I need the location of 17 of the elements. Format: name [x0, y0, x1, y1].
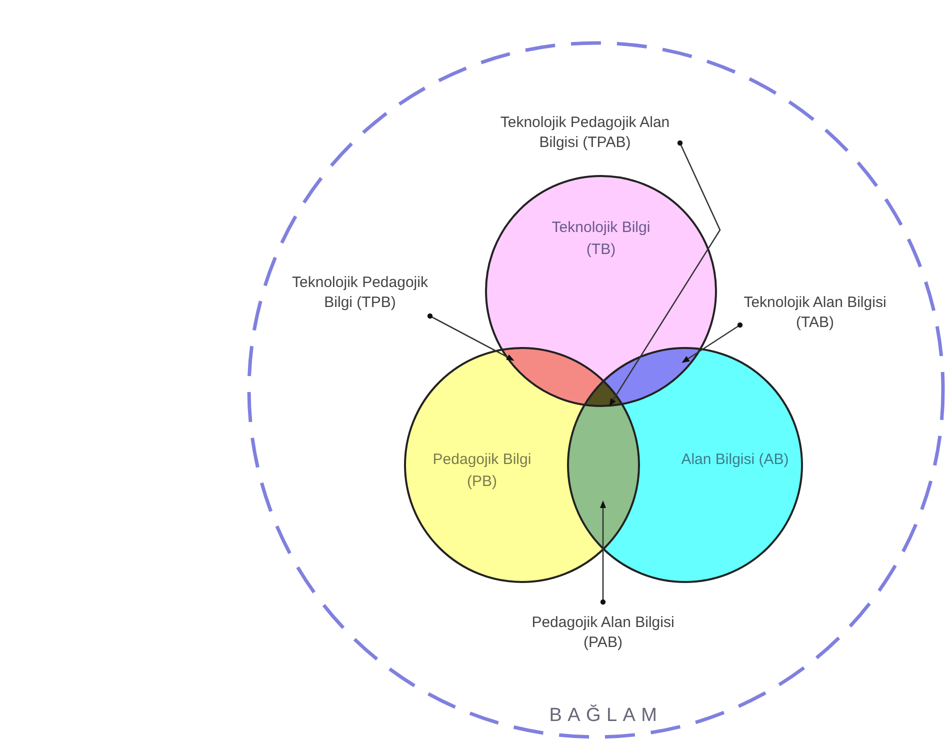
context-label: BAĞLAM	[548, 704, 664, 728]
circle-label: Alan Bilgisi (AB)	[681, 450, 789, 470]
overlap-region	[568, 404, 639, 549]
callout-label: Teknolojik Pedagojik Alan Bilgisi (TPAB)	[499, 113, 671, 153]
callout-label: Teknolojik Alan Bilgisi (TAB)	[742, 293, 888, 333]
leader-line	[600, 500, 606, 605]
overlap-region	[604, 348, 700, 404]
overlap-region	[584, 381, 622, 406]
callout-label: Pedagojik Alan Bilgisi (PAB)	[530, 613, 676, 653]
overlap-region	[502, 348, 604, 405]
circle-label: Pedagojik Bilgi (PB)	[432, 450, 532, 492]
leader-line	[427, 313, 514, 361]
context-circle	[246, 40, 946, 740]
leader-line	[609, 140, 721, 406]
leader-line	[682, 322, 743, 363]
callout-label: Teknolojik Pedagojik Bilgi (TPB)	[291, 273, 429, 313]
circle-label: Teknolojik Bilgi (TB)	[550, 218, 652, 260]
